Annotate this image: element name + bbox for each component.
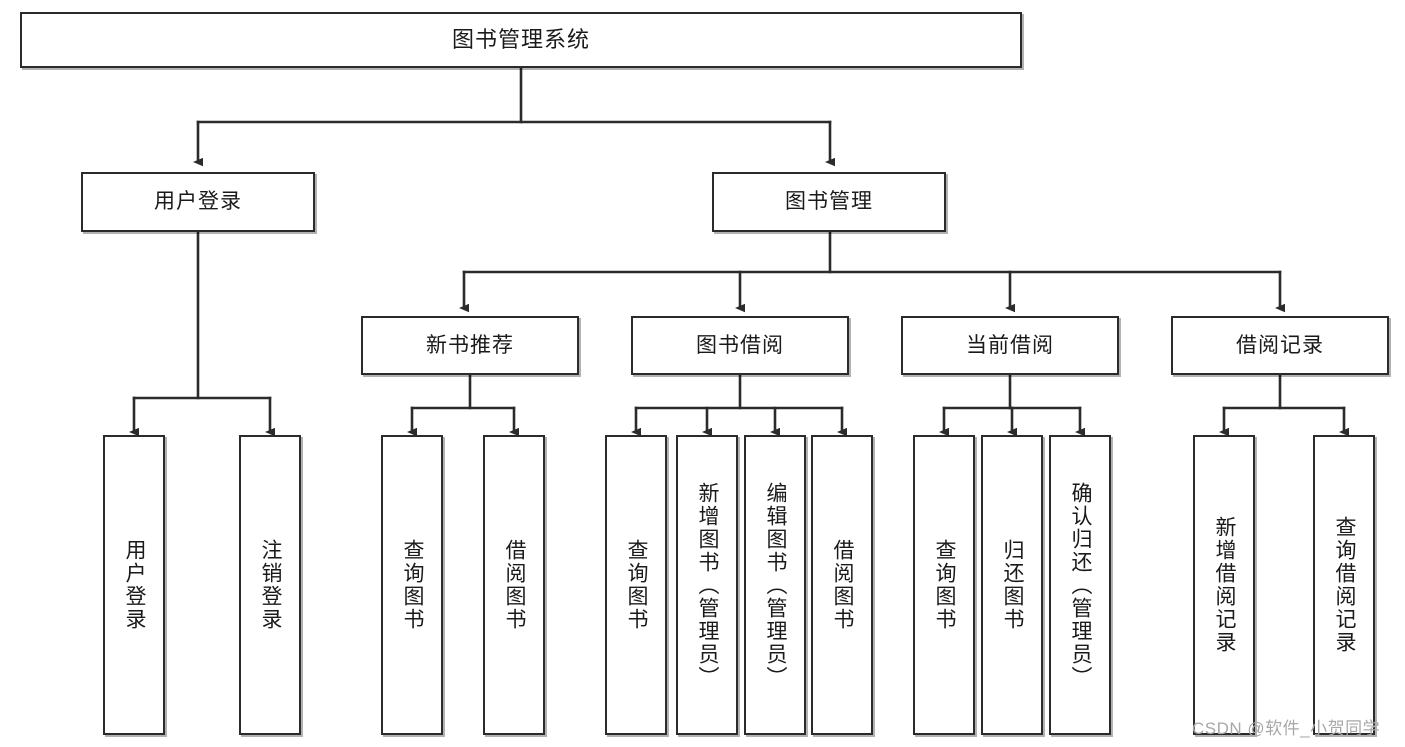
- leaf-label: 查询图书: [933, 539, 957, 631]
- watermark: CSDN @软件_小贺同学: [1192, 719, 1381, 738]
- leaf-user-login-signout[interactable]: 注销登录: [239, 435, 301, 735]
- leaf-user-login-signin[interactable]: 用户登录: [103, 435, 165, 735]
- leaf-records-query[interactable]: 查询借阅记录: [1313, 435, 1375, 735]
- leaf-borrow-borrow-book[interactable]: 借阅图书: [811, 435, 873, 735]
- node-user-login-label: 用户登录: [154, 190, 242, 214]
- leaf-label: 借阅图书: [831, 539, 855, 631]
- leaf-label: 新增图书（管理员）: [696, 481, 720, 689]
- leaf-label: 注销登录: [259, 539, 283, 631]
- leaf-records-add[interactable]: 新增借阅记录: [1193, 435, 1255, 735]
- leaf-label: 查询借阅记录: [1333, 516, 1357, 654]
- leaf-label: 新增借阅记录: [1213, 516, 1237, 654]
- leaf-current-confirm-return[interactable]: 确认归还（管理员）: [1049, 435, 1111, 735]
- node-new-book-recommend-label: 新书推荐: [426, 333, 514, 357]
- leaf-label: 借阅图书: [503, 539, 527, 631]
- node-book-borrow[interactable]: 图书借阅: [631, 316, 849, 375]
- node-borrow-records[interactable]: 借阅记录: [1171, 316, 1389, 375]
- leaf-new-book-query[interactable]: 查询图书: [381, 435, 443, 735]
- node-new-book-recommend[interactable]: 新书推荐: [361, 316, 579, 375]
- leaf-borrow-edit-book[interactable]: 编辑图书（管理员）: [744, 435, 806, 735]
- leaf-label: 归还图书: [1001, 539, 1025, 631]
- leaf-borrow-query[interactable]: 查询图书: [605, 435, 667, 735]
- leaf-label: 查询图书: [401, 539, 425, 631]
- node-borrow-records-label: 借阅记录: [1236, 333, 1324, 357]
- leaf-current-return[interactable]: 归还图书: [981, 435, 1043, 735]
- leaf-label: 确认归还（管理员）: [1069, 481, 1093, 689]
- leaf-current-query[interactable]: 查询图书: [913, 435, 975, 735]
- node-current-borrow-label: 当前借阅: [966, 333, 1054, 357]
- node-book-management-label: 图书管理: [785, 190, 873, 214]
- leaf-label: 查询图书: [625, 539, 649, 631]
- leaf-borrow-add-book[interactable]: 新增图书（管理员）: [676, 435, 738, 735]
- node-book-borrow-label: 图书借阅: [696, 333, 784, 357]
- node-book-management[interactable]: 图书管理: [712, 172, 946, 232]
- node-current-borrow[interactable]: 当前借阅: [901, 316, 1119, 375]
- leaf-label: 用户登录: [123, 539, 147, 631]
- node-user-login[interactable]: 用户登录: [81, 172, 315, 232]
- node-root[interactable]: 图书管理系统: [20, 12, 1022, 68]
- leaf-label: 编辑图书（管理员）: [764, 481, 788, 689]
- leaf-new-book-borrow[interactable]: 借阅图书: [483, 435, 545, 735]
- node-root-label: 图书管理系统: [451, 26, 590, 52]
